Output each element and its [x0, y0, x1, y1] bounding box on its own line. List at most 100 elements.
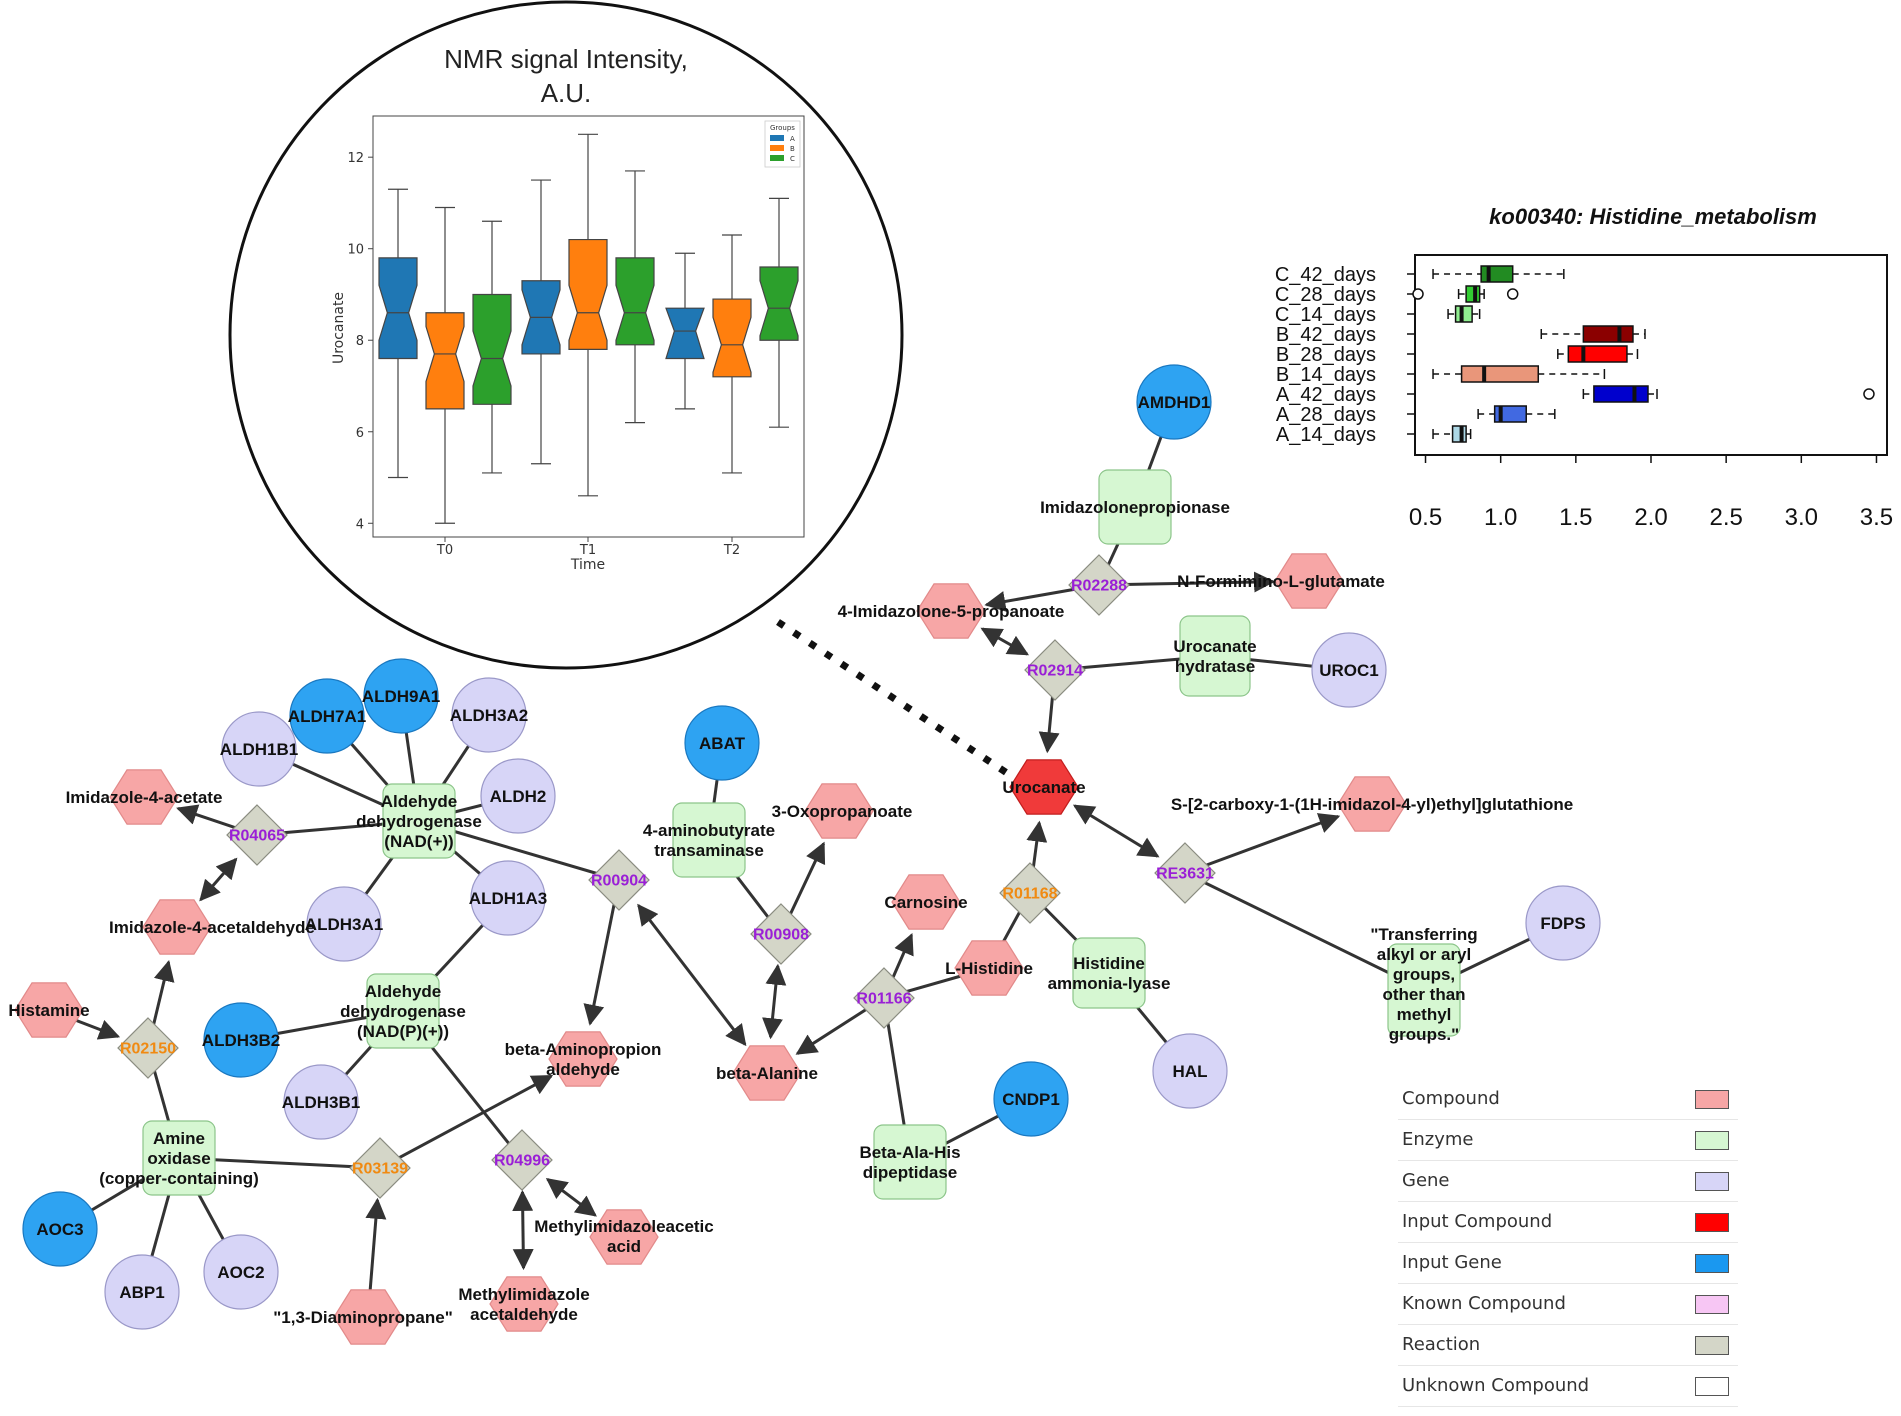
compound-hexagon: [1274, 553, 1344, 609]
nmr-y-tick-label: 6: [356, 426, 364, 441]
node-ALDH1B1[interactable]: ALDH1B1: [220, 711, 298, 787]
node-imidazole4acetate[interactable]: Imidazole-4-acetate: [66, 769, 223, 825]
node-R03139[interactable]: R03139: [349, 1137, 411, 1199]
ko-box-A_14_days: [1451, 425, 1467, 443]
node-R04996[interactable]: R04996: [491, 1129, 553, 1191]
node-label-line: (NAD(P)(+)): [357, 1022, 449, 1041]
edge-R04996-methylimidazoleacetaldehyde: [512, 1189, 534, 1271]
node-label: FDPS: [1540, 914, 1585, 933]
node-FDPS[interactable]: FDPS: [1525, 885, 1601, 961]
node-nformimino[interactable]: N-Formimino-L-glutamate: [1177, 553, 1385, 609]
node-label: L-Histidine: [945, 959, 1033, 978]
node-AMDHD1[interactable]: AMDHD1: [1136, 364, 1212, 440]
legend-row-reaction: Reaction: [1398, 1324, 1738, 1366]
node-ALDH3B2[interactable]: ALDH3B2: [202, 1002, 280, 1078]
node-R02150[interactable]: R02150: [117, 1017, 179, 1079]
node-betaalanine[interactable]: beta-Alanine: [716, 1045, 818, 1101]
nmr-box-C-T1: [615, 257, 655, 346]
nmr-legend-title: Groups: [770, 124, 795, 132]
gene-circle: [470, 860, 546, 936]
legend-swatch: [1695, 1254, 1729, 1273]
node-histamine[interactable]: Histamine: [8, 982, 90, 1038]
input-gene-circle: [289, 678, 365, 754]
node-AOC3[interactable]: AOC3: [22, 1191, 98, 1267]
compound-hexagon: [142, 899, 212, 955]
node-ABP1[interactable]: ABP1: [104, 1254, 180, 1330]
legend-swatch: [1695, 1377, 1729, 1396]
node-imidazolonepropionase[interactable]: Imidazolonepropionase: [1040, 469, 1230, 545]
node-UROC1[interactable]: UROC1: [1311, 632, 1387, 708]
reaction-diamond: [1024, 639, 1086, 701]
nmr-y-axis-label: Urocanate: [331, 292, 347, 364]
node-lhistidine[interactable]: L-Histidine: [945, 940, 1033, 996]
node-ALDH9A1[interactable]: ALDH9A1: [362, 658, 440, 734]
node-RE3631[interactable]: RE3631: [1154, 842, 1216, 904]
node-imidazolone5[interactable]: 4-Imidazolone-5-propanoate: [838, 583, 1065, 639]
nmr-y-tick-label: 10: [347, 243, 364, 258]
node-diaminopropane[interactable]: "1,3-Diaminopropane": [273, 1289, 453, 1345]
node-CNDP1[interactable]: CNDP1: [993, 1061, 1069, 1137]
node-oxopropanoate[interactable]: 3-Oxopropanoate: [772, 783, 913, 839]
node-ALDH2[interactable]: ALDH2: [480, 758, 556, 834]
nmr-x-tick-label: T2: [723, 543, 740, 558]
node-HAL[interactable]: HAL: [1152, 1033, 1228, 1109]
node-R01168[interactable]: R01168: [999, 862, 1061, 924]
node-ALDH3A1[interactable]: ALDH3A1: [305, 886, 383, 962]
nmr-box-C-T2: [759, 266, 799, 341]
node-label-line: acid: [607, 1237, 641, 1256]
node-R04065[interactable]: R04065: [226, 804, 288, 866]
nmr-legend-swatch: [770, 155, 784, 161]
node-R02288[interactable]: R02288: [1068, 554, 1130, 616]
node-label: ALDH9A1: [362, 687, 440, 706]
reaction-diamond: [117, 1017, 179, 1079]
node-urocanate[interactable]: Urocanate: [1002, 759, 1086, 815]
node-label: ABP1: [119, 1283, 164, 1302]
node-label: R04996: [494, 1153, 550, 1170]
node-label-line: Methylimidazoleacetic: [534, 1217, 714, 1236]
node-ALDH1A3[interactable]: ALDH1A3: [469, 860, 547, 936]
enzyme-box: [1098, 469, 1172, 545]
node-ALDH3B1[interactable]: ALDH3B1: [282, 1064, 360, 1140]
node-label: UROC1: [1319, 661, 1379, 680]
compound-hexagon: [891, 874, 961, 930]
legend-swatch: [1695, 1131, 1729, 1150]
nmr-legend-swatch: [770, 135, 784, 141]
node-R00908[interactable]: R00908: [750, 903, 812, 965]
enzyme-box: [366, 973, 440, 1049]
node-R01166[interactable]: R01166: [853, 967, 915, 1029]
node-label-line: Aldehyde: [381, 792, 458, 811]
node-ALDH3A2[interactable]: ALDH3A2: [450, 677, 528, 753]
node-label-line: oxidase: [147, 1149, 210, 1168]
node-R02914[interactable]: R02914: [1024, 639, 1086, 701]
node-ABAT[interactable]: ABAT: [684, 705, 760, 781]
gene-circle: [221, 711, 297, 787]
input-gene-circle: [1136, 364, 1212, 440]
node-imidazole4acetaldehyde[interactable]: Imidazole-4-acetaldehyde: [109, 899, 315, 955]
node-label: R02150: [120, 1041, 176, 1058]
node-s2carboxy[interactable]: S-[2-carboxy-1-(1H-imidazol-4-yl)ethyl]g…: [1171, 776, 1573, 832]
node-ALDH7A1[interactable]: ALDH7A1: [288, 678, 366, 754]
node-carnosine[interactable]: Carnosine: [884, 874, 968, 930]
gene-circle: [1152, 1033, 1228, 1109]
legend-swatch: [1695, 1213, 1729, 1232]
node-label: ALDH3B2: [202, 1031, 280, 1050]
node-R00904[interactable]: R00904: [588, 849, 650, 911]
nmr-x-axis-label: Time: [570, 557, 605, 573]
node-label: ALDH3B1: [282, 1093, 360, 1112]
nmr-box-B-T2: [712, 298, 752, 378]
node-label: R02914: [1027, 663, 1083, 680]
node-AOC2[interactable]: AOC2: [203, 1234, 279, 1310]
